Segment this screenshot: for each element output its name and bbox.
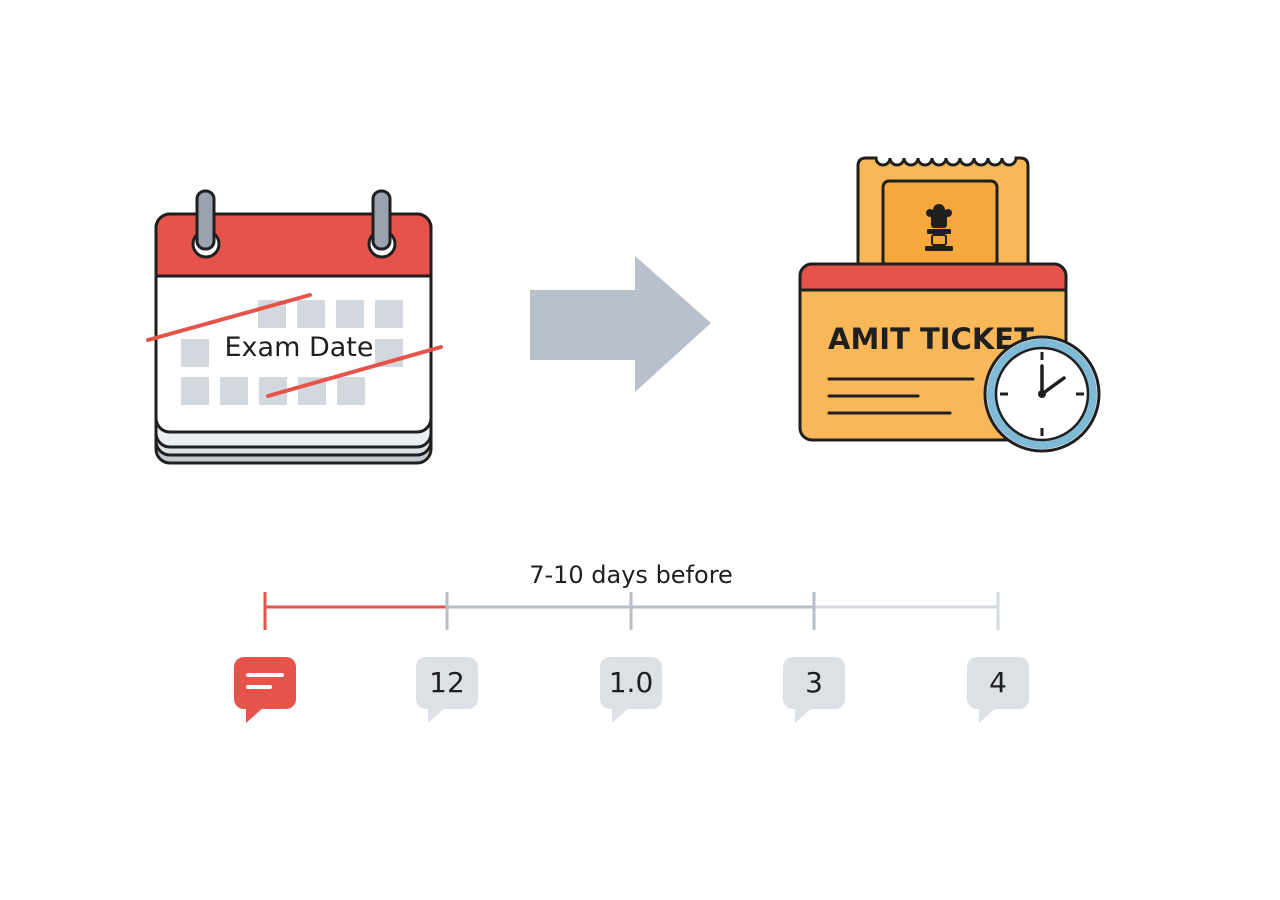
timeline-marker-label: 4 [989, 666, 1007, 699]
timeline-track [263, 592, 1000, 630]
calendar-icon [146, 189, 443, 465]
timeline-caption: 7-10 days before [529, 561, 733, 589]
chat-bubble-icon [234, 657, 296, 723]
arrow-right-icon [530, 256, 711, 392]
timeline-marker: 12 [416, 657, 478, 723]
timeline-marker-label: 12 [429, 666, 465, 699]
ticket-title: AMIT TICKET [828, 322, 1034, 356]
calendar-label: Exam Date [224, 332, 373, 363]
timeline-marker-label: 1.0 [609, 666, 654, 699]
timeline-marker: 3 [783, 657, 845, 723]
clock-icon [983, 335, 1101, 453]
national-emblem-icon [925, 204, 953, 251]
timeline-markers: 12 1.0 3 4 [234, 657, 1029, 723]
timeline-marker: 4 [967, 657, 1029, 723]
timeline-marker: 1.0 [600, 657, 662, 723]
timeline-marker-label: 3 [805, 666, 823, 699]
